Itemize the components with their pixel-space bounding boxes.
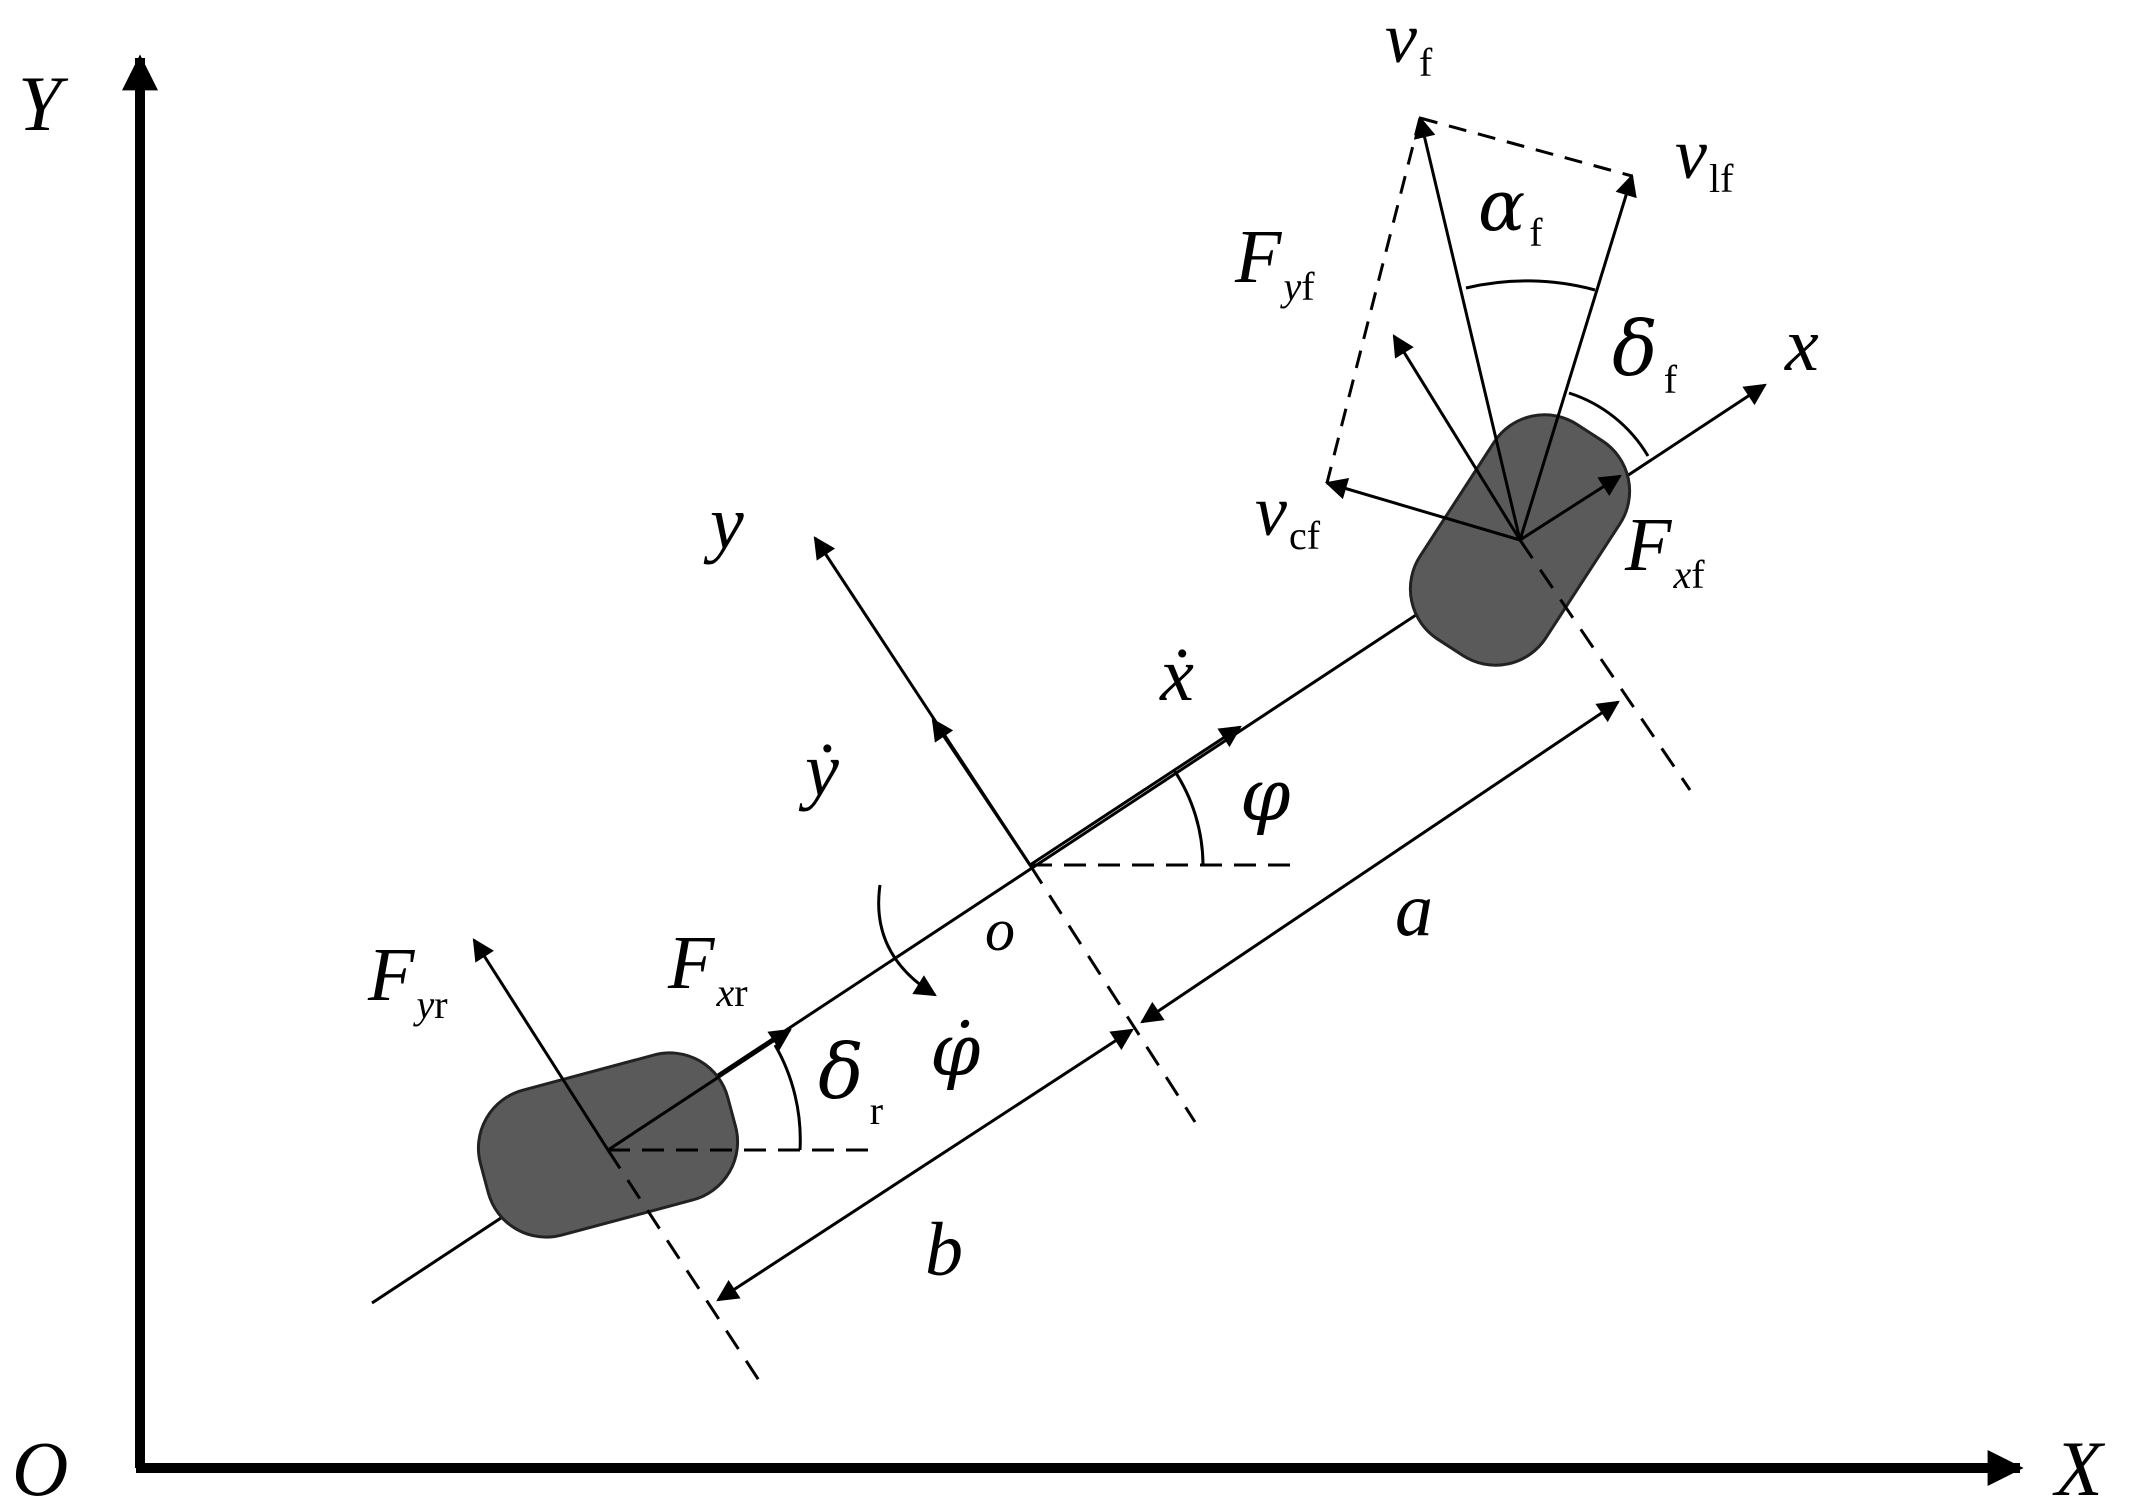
f-xf-arrow <box>1519 474 1622 542</box>
v-cf-label: vcf <box>1255 471 1321 558</box>
dimension-a-label: a <box>1395 868 1433 952</box>
dimension-b-arrow <box>716 1028 1134 1302</box>
body-x-label: x <box>1784 303 1819 387</box>
alpha-f-arc <box>1465 279 1596 292</box>
v-lf-arrow <box>1518 173 1637 541</box>
x-dot-label: ẋ <box>1159 633 1194 717</box>
phi-arc <box>1172 769 1205 866</box>
global-y-axis-label: Y <box>18 60 69 147</box>
rear-wheel <box>476 1051 740 1239</box>
o-perpendicular-dash <box>1028 864 1197 1123</box>
dimension-b-label: b <box>925 1208 963 1292</box>
rear-perpendicular-dash <box>606 1149 764 1386</box>
phi-dot-label: φ̇ <box>930 1008 981 1092</box>
f-yf-label: Fyf <box>1234 215 1315 309</box>
delta-f-arc <box>1568 391 1650 457</box>
x-dot-arrow <box>1029 725 1242 867</box>
f-yr-label: Fyr <box>367 933 448 1027</box>
delta-r-arc <box>773 1044 802 1151</box>
v-cf-arrow <box>1324 478 1521 542</box>
v-f-arrow <box>1413 115 1522 541</box>
front-perpendicular-dash <box>1518 539 1692 791</box>
body-origin-label: o <box>985 897 1015 963</box>
y-dot-arrow <box>931 718 1032 866</box>
y-dot-label: ẏ <box>798 728 839 812</box>
body-y-label: y <box>703 481 744 565</box>
phi-dot-rotation-arrow <box>877 884 937 997</box>
v-rect-dash-2 <box>1325 117 1422 484</box>
dimension-a-arrow <box>1140 700 1620 1024</box>
f-xf-label: Fxf <box>1624 503 1705 597</box>
f-yf-arrow <box>1392 334 1522 541</box>
global-origin-label: O <box>12 1425 68 1506</box>
global-x-axis-label: X <box>2052 1425 2106 1506</box>
v-lf-label: vlf <box>1675 114 1734 201</box>
f-yr-arrow <box>472 938 610 1151</box>
v-f-label: vf <box>1385 0 1433 85</box>
v-rect-dash-1 <box>1419 116 1633 178</box>
f-xr-label: Fxr <box>667 921 748 1015</box>
phi-label: φ <box>1240 753 1291 837</box>
